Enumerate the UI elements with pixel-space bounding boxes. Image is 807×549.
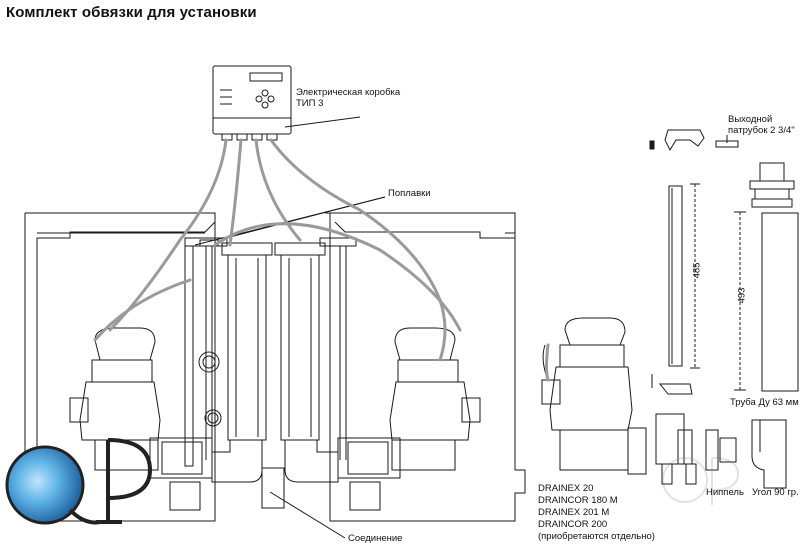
rail-dimension: 485 [691,262,703,279]
pump-model-1: DRAINEX 20 [538,483,594,494]
electric-box-label-line1: Электрическая коробка [296,87,401,98]
pump-model-4: DRAINCOR 200 [538,519,608,530]
connection-label: Соединение [348,533,403,544]
floats-label: Поплавки [388,188,431,199]
electric-box [212,65,292,141]
connection-coupling [261,467,285,509]
elbow-label: Угол 90 гр. [752,487,799,498]
pipe-label: Труба Ду 63 мм [730,397,799,408]
outlet-label: Выходной патрубок 2 3/4" [728,114,795,136]
tank-right [325,212,526,522]
fittings [655,413,787,489]
pump-right [337,327,481,511]
pump-model-note: (приобретаются отдельно) [538,531,655,542]
pump-model-3: DRAINEX 201 M [538,507,610,518]
right-riser [274,237,357,483]
qp-logo [5,438,153,525]
pump-models-label: DRAINEX 20 DRAINCOR 180 M DRAINEX 201 M … [538,483,655,543]
outlet-label-line2: патрубок 2 3/4" [728,125,795,136]
pump-left [69,327,213,511]
outlet-pipe [734,162,799,392]
pump-standalone [541,317,647,475]
nipple-label: Ниппель [706,487,744,498]
electric-box-label: Электрическая коробка ТИП 3 [296,87,400,109]
qp-watermark [662,457,740,505]
outlet-label-line1: Выходной [728,114,773,125]
rail-parts [649,129,739,395]
cables [93,138,550,382]
electric-box-label-line2: ТИП 3 [296,98,324,109]
left-riser [184,237,273,483]
page-title: Комплект обвязки для установки [6,4,257,21]
pipe-dimension: 493 [736,287,748,304]
pump-model-2: DRAINCOR 180 M [538,495,618,506]
